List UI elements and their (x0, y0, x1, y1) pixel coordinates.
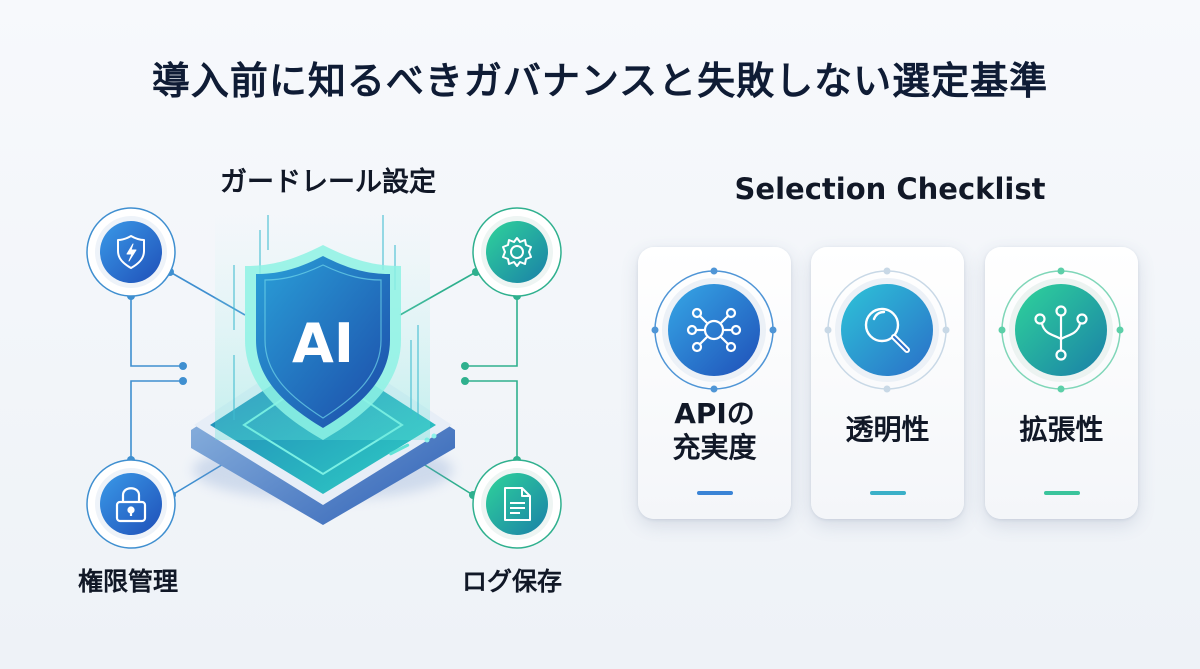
guardrail-diagram: AI (86, 207, 562, 549)
ai-shield-icon: AI (245, 245, 401, 440)
node-settings (472, 207, 562, 297)
checklist-card-transparency: 透明性 (811, 247, 964, 519)
card-label: 透明性 (845, 413, 930, 446)
checklist-card-scalability: 拡張性 (985, 247, 1138, 519)
page-title: 導入前に知るべきガバナンスと失敗しない選定基準 (151, 59, 1049, 103)
card-label-line2: 充実度 (672, 431, 757, 464)
magnifier-icon (864, 307, 910, 353)
card-label-line1: APIの (674, 397, 755, 430)
branch-icon (1034, 305, 1088, 361)
ai-label: AI (292, 312, 354, 375)
document-icon (504, 487, 531, 521)
card-accent-bar (697, 491, 733, 495)
permission-label: 権限管理 (78, 567, 179, 596)
shield-bolt-icon (117, 235, 145, 269)
node-log (472, 459, 562, 549)
lock-icon (115, 487, 147, 523)
checklist-card-api: APIの 充実度 (638, 247, 791, 519)
gear-icon (502, 237, 532, 267)
log-label: ログ保存 (462, 567, 563, 596)
card-label: APIの 充実度 (638, 397, 791, 465)
node-permission (86, 459, 176, 549)
card-accent-bar (1044, 491, 1080, 495)
card-accent-bar (870, 491, 906, 495)
card-label: 拡張性 (1019, 413, 1104, 446)
network-hub-icon (686, 307, 742, 353)
checklist-title: Selection Checklist (734, 172, 1046, 206)
node-security (86, 207, 176, 297)
guardrail-title: ガードレール設定 (220, 167, 436, 198)
